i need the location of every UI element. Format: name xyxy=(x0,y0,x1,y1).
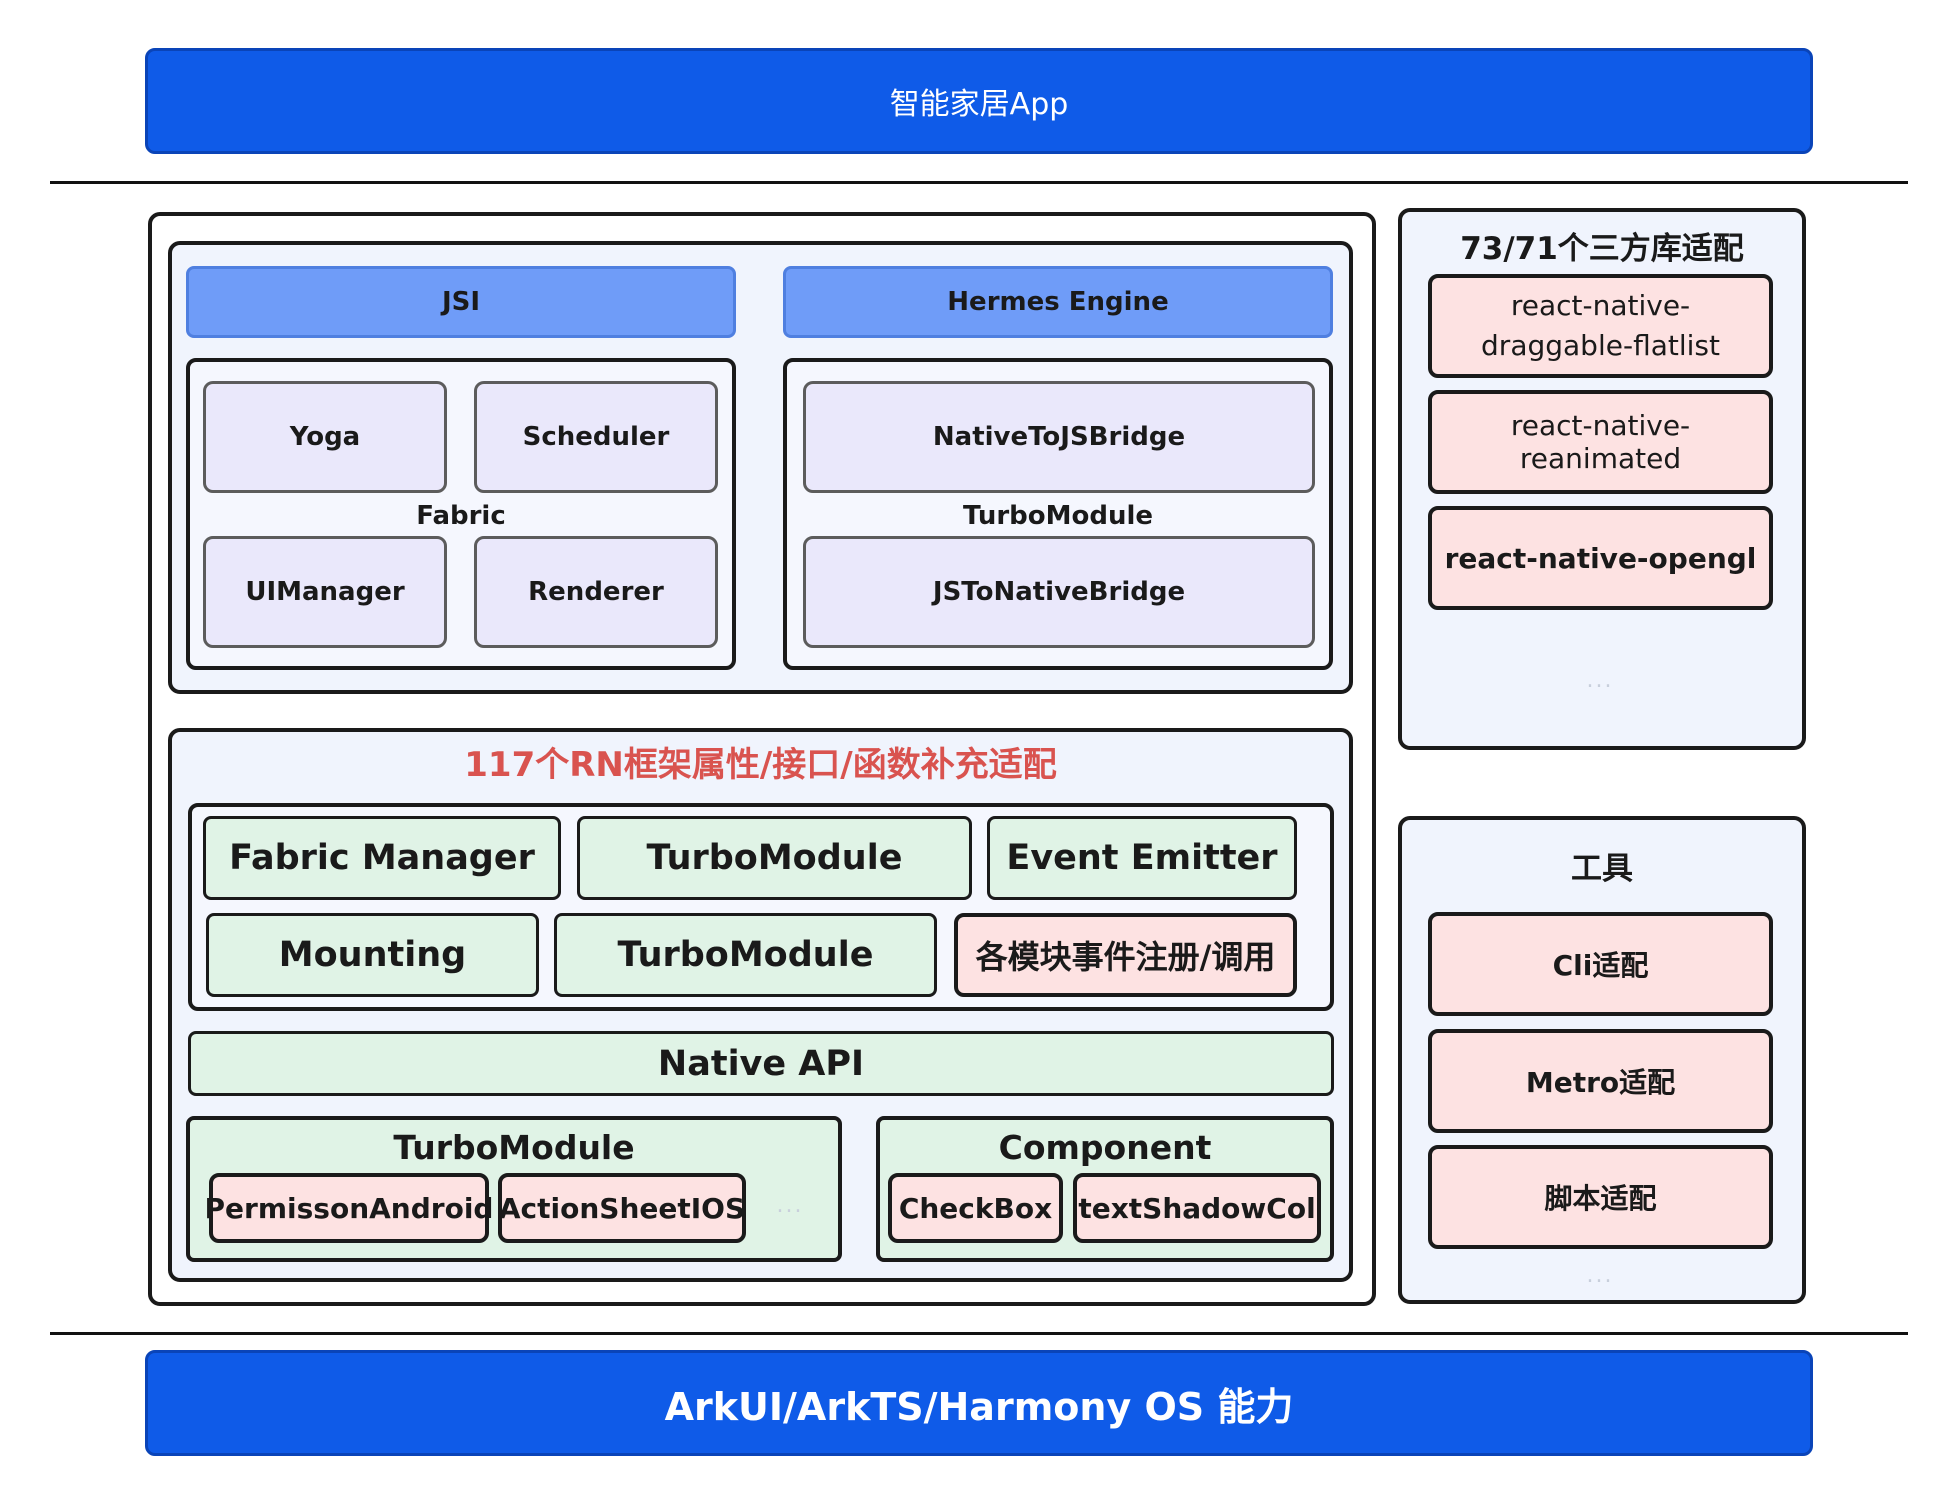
fabric-item-yoga: Yoga xyxy=(203,381,447,493)
event-registration-box: 各模块事件注册/调用 xyxy=(954,913,1297,997)
bridge-label: NativeToJSBridge xyxy=(932,422,1186,452)
component-label: CheckBox xyxy=(898,1191,1053,1225)
hermes-engine-box: Hermes Engine xyxy=(783,266,1333,338)
fabric-title: Fabric xyxy=(186,496,736,536)
library-label: react-native-draggable-flatlist xyxy=(1481,289,1720,362)
module-label: TurboModule xyxy=(646,838,903,878)
module-label: TurboModule xyxy=(617,935,874,975)
native-api-label: Native API xyxy=(657,1043,865,1084)
jsi-box: JSI xyxy=(186,266,736,338)
tools-title: 工具 xyxy=(1398,840,1806,890)
turbomodule-bridge-title: TurboModule xyxy=(783,496,1333,536)
fabric-item-scheduler: Scheduler xyxy=(474,381,718,493)
checkbox-box: CheckBox xyxy=(888,1173,1063,1243)
mounting-box: Mounting xyxy=(206,913,539,997)
component-title: Component xyxy=(876,1124,1334,1170)
action-sheet-ios-box: ActionSheetIOS xyxy=(498,1173,746,1243)
native-module-label: PermissonAndroid xyxy=(204,1191,494,1225)
turbomodule-bridge-title-text: TurboModule xyxy=(962,501,1154,531)
third-party-title: 73/71个三方库适配 xyxy=(1398,220,1806,270)
fabric-item-label: UIManager xyxy=(245,577,405,607)
top-divider xyxy=(50,181,1908,184)
library-label: react-native-opengl xyxy=(1444,541,1757,575)
text-shadow-col-box: textShadowCol xyxy=(1073,1173,1321,1243)
js-to-native-bridge-box: JSToNativeBridge xyxy=(803,536,1315,648)
tool-metro: Metro适配 xyxy=(1428,1029,1773,1133)
more-libraries-ellipsis: ... xyxy=(1570,665,1630,695)
more-modules-text: ... xyxy=(776,1192,804,1218)
app-layer-bar: 智能家居App xyxy=(145,48,1813,154)
library-opengl: react-native-opengl xyxy=(1428,506,1773,610)
module-label: 各模块事件注册/调用 xyxy=(975,938,1276,976)
bottom-divider xyxy=(50,1332,1908,1335)
event-emitter-box: Event Emitter xyxy=(987,816,1297,900)
adaptation-title: 117个RN框架属性/接口/函数补充适配 xyxy=(168,736,1353,786)
turbomodule-box-top: TurboModule xyxy=(577,816,972,900)
native-to-js-bridge-box: NativeToJSBridge xyxy=(803,381,1315,493)
fabric-item-label: Renderer xyxy=(528,577,664,607)
library-label: react-native-reanimated xyxy=(1510,409,1691,475)
tool-label: 脚本适配 xyxy=(1544,1182,1657,1215)
hermes-engine-label: Hermes Engine xyxy=(947,287,1169,317)
fabric-title-text: Fabric xyxy=(416,501,506,531)
turbomodule-native-title: TurboModule xyxy=(186,1124,842,1170)
turbomodule-box-bottom: TurboModule xyxy=(554,913,937,997)
more-libraries-text: ... xyxy=(1586,667,1614,693)
app-layer-label: 智能家居App xyxy=(889,87,1069,122)
platform-layer-label: ArkUI/ArkTS/Harmony OS 能力 xyxy=(664,1384,1294,1429)
platform-layer-bar: ArkUI/ArkTS/Harmony OS 能力 xyxy=(145,1350,1813,1456)
more-modules-ellipsis: ... xyxy=(760,1190,820,1220)
tool-label: Cli适配 xyxy=(1552,949,1649,982)
more-tools-text: ... xyxy=(1586,1262,1614,1288)
module-label: Fabric Manager xyxy=(229,838,535,878)
component-title-text: Component xyxy=(998,1127,1212,1167)
native-api-bar: Native API xyxy=(188,1031,1334,1096)
fabric-item-label: Scheduler xyxy=(522,422,670,452)
bridge-label: JSToNativeBridge xyxy=(932,577,1186,607)
module-label: Mounting xyxy=(278,935,467,975)
tool-label: Metro适配 xyxy=(1525,1066,1676,1099)
native-module-label: ActionSheetIOS xyxy=(498,1191,746,1225)
jsi-label: JSI xyxy=(441,287,481,317)
component-label: textShadowCol xyxy=(1078,1191,1316,1225)
tools-title-text: 工具 xyxy=(1571,850,1633,887)
fabric-item-label: Yoga xyxy=(289,422,361,452)
library-reanimated: react-native-reanimated xyxy=(1428,390,1773,494)
turbomodule-native-title-text: TurboModule xyxy=(393,1127,635,1167)
more-tools-ellipsis: ... xyxy=(1570,1260,1630,1290)
tool-script: 脚本适配 xyxy=(1428,1145,1773,1249)
third-party-title-text: 73/71个三方库适配 xyxy=(1460,230,1744,267)
permission-android-box: PermissonAndroid xyxy=(205,1173,493,1243)
adaptation-title-text: 117个RN框架属性/接口/函数补充适配 xyxy=(464,744,1057,785)
fabric-item-renderer: Renderer xyxy=(474,536,718,648)
module-label: Event Emitter xyxy=(1006,838,1278,878)
library-draggable-flatlist: react-native-draggable-flatlist xyxy=(1428,274,1773,378)
fabric-item-uimanager: UIManager xyxy=(203,536,447,648)
tool-cli: Cli适配 xyxy=(1428,912,1773,1016)
fabric-manager-box: Fabric Manager xyxy=(203,816,561,900)
